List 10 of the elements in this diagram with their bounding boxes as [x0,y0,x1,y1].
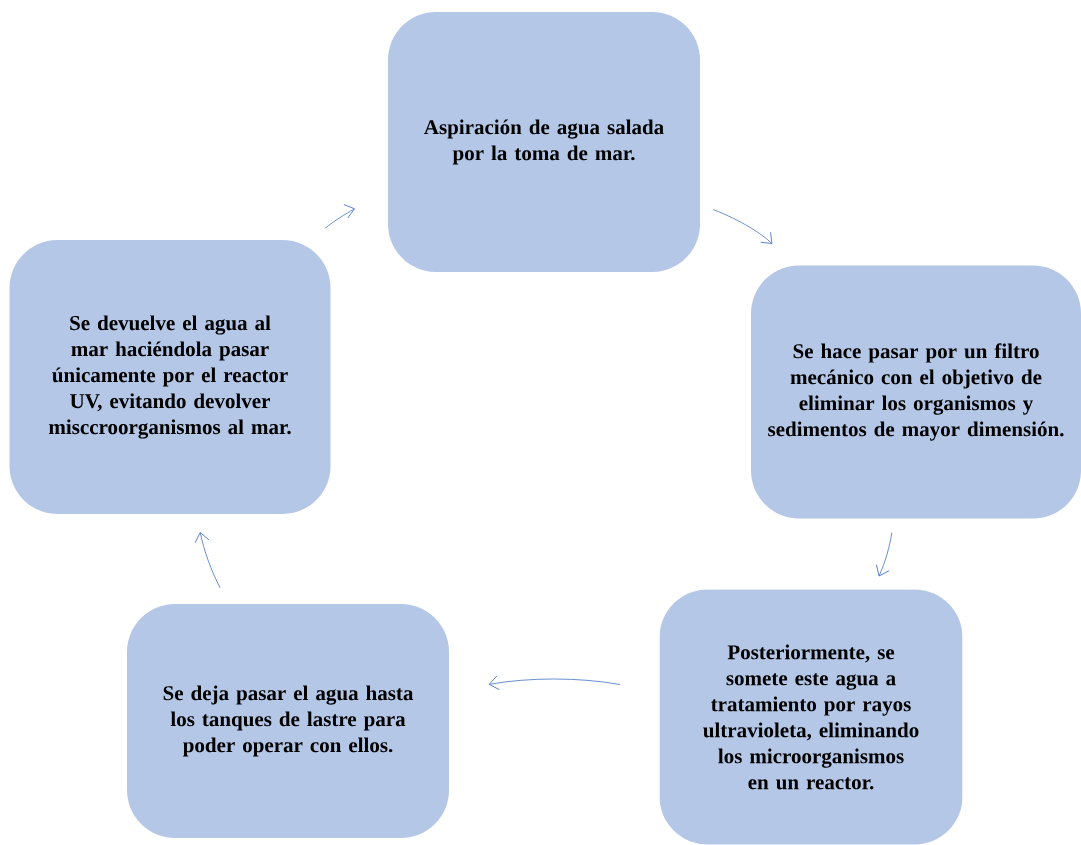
arrow [324,204,355,229]
process-box: Posteriormente, se somete este agua a tratamiento por rayos ultravioleta, eliminando los microorganismos en un reactor. [659,589,963,845]
arrow [194,532,221,589]
process-box: Se deja pasar el agua hasta los tanques de lastre para poder operar con ellos. [127,604,449,838]
process-box: Se hace pasar por un filtro mecánico con el objetivo de eliminar los organismos y sedimentos de mayor dimensión. [751,265,1081,519]
process-box: Se devuelve el agua al mar haciéndola pasar únicamente por el reactor UV, evitando devolver misccroorganismos al mar. [9,240,331,514]
arrow [876,532,893,577]
arrow [488,675,621,691]
process-box: Aspiración de agua salada por la toma de mar. [388,12,700,272]
arrow [712,209,773,244]
